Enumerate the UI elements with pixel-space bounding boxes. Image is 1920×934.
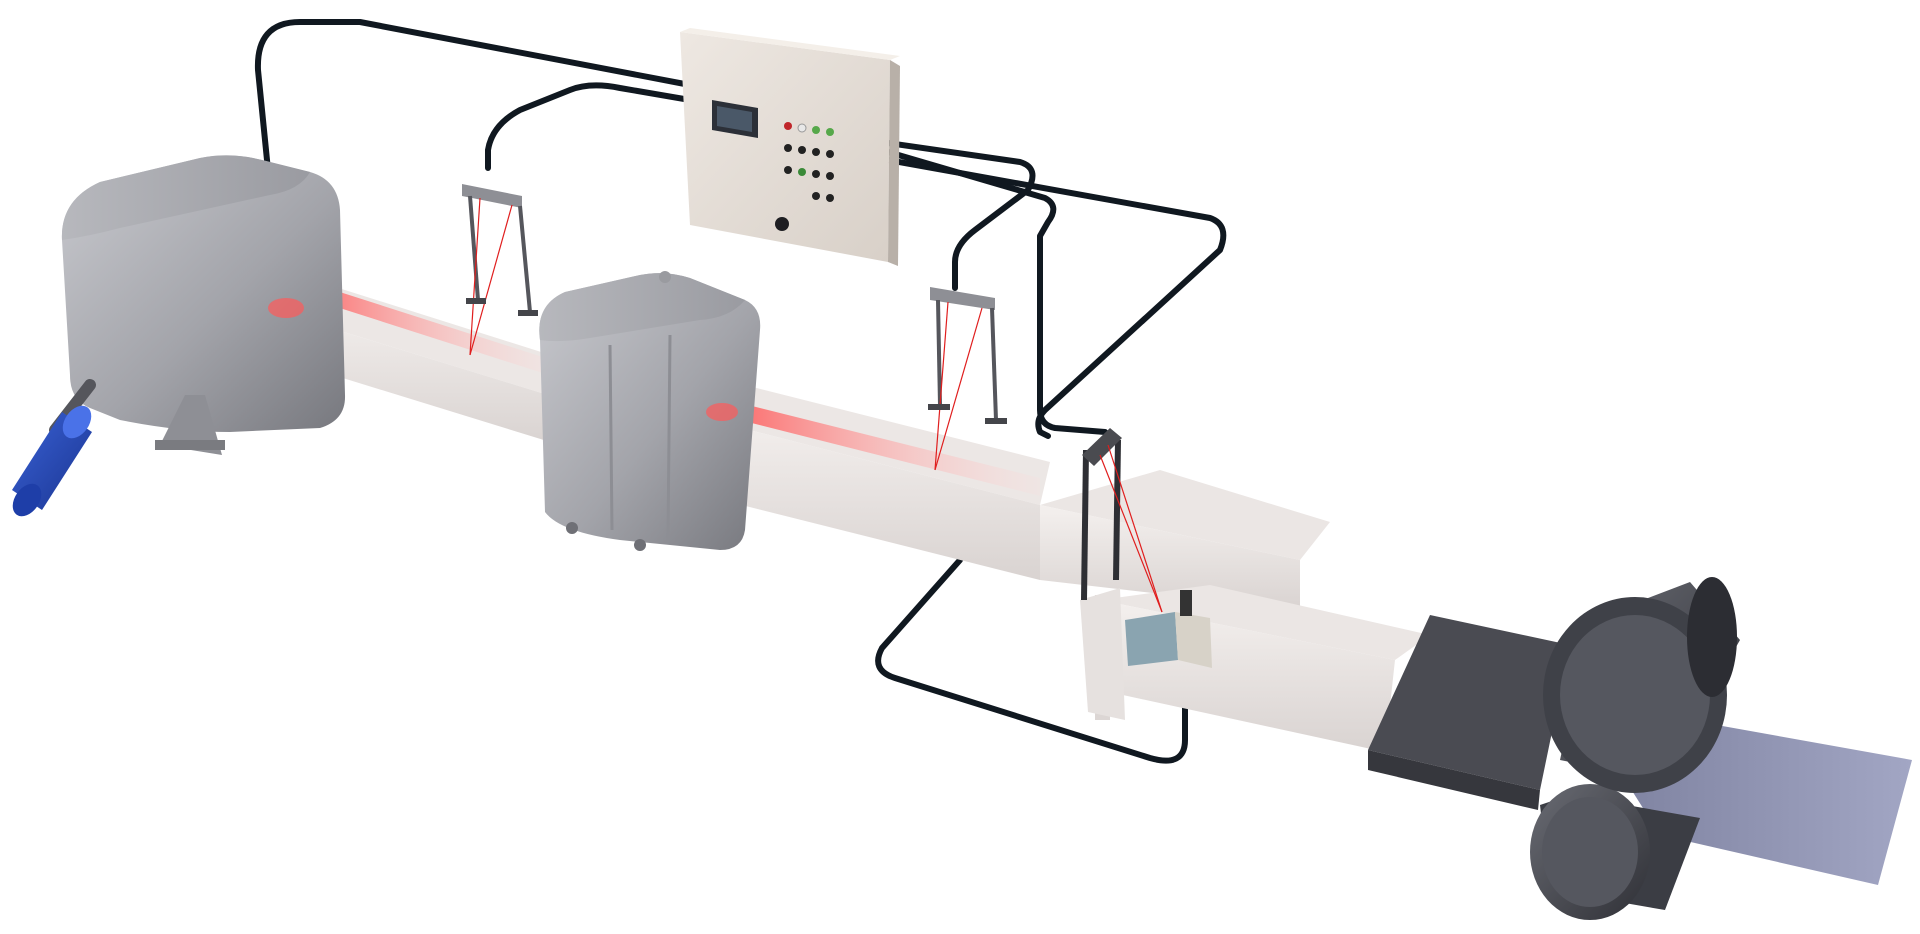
laser-beam <box>934 301 949 471</box>
laser-beam <box>934 307 983 471</box>
furnace-icon <box>539 273 761 550</box>
selector-knob <box>775 217 789 231</box>
holding-furnace <box>539 271 761 551</box>
cable-panel-loop-down <box>885 157 1227 439</box>
roller-icon <box>1530 577 1740 920</box>
caster-icon <box>1125 612 1212 668</box>
melting-furnace <box>61 155 346 455</box>
laser-beam <box>469 204 513 356</box>
laser-sensor-3 <box>1081 428 1163 613</box>
control-panel <box>680 28 900 266</box>
laser-beam <box>469 197 481 356</box>
laser-sensor-icon <box>930 287 995 310</box>
motor-icon <box>12 405 92 517</box>
rolling-mill <box>1530 577 1740 920</box>
laser-sensor-2 <box>928 287 1007 471</box>
control-buttons <box>775 122 834 231</box>
cable-lower-loop <box>875 557 1188 764</box>
cable-motor-to-panel <box>254 19 693 173</box>
laser-sensor-1 <box>462 184 538 356</box>
feed-table <box>1368 615 1570 810</box>
cable-panel-to-sensor2 <box>885 140 1036 291</box>
cable-panel-to-sensor3 <box>885 149 1108 435</box>
cable-group <box>254 19 1227 764</box>
laser-beam <box>1107 444 1163 613</box>
laser-beam <box>1099 454 1163 613</box>
motor <box>12 379 96 517</box>
launder-trough <box>240 272 1430 752</box>
laser-sensor-icon <box>462 184 522 208</box>
cable-sensor1-to-panel <box>485 82 693 171</box>
casting-pad <box>1080 588 1212 720</box>
laser-sensor-icon <box>1082 428 1122 466</box>
